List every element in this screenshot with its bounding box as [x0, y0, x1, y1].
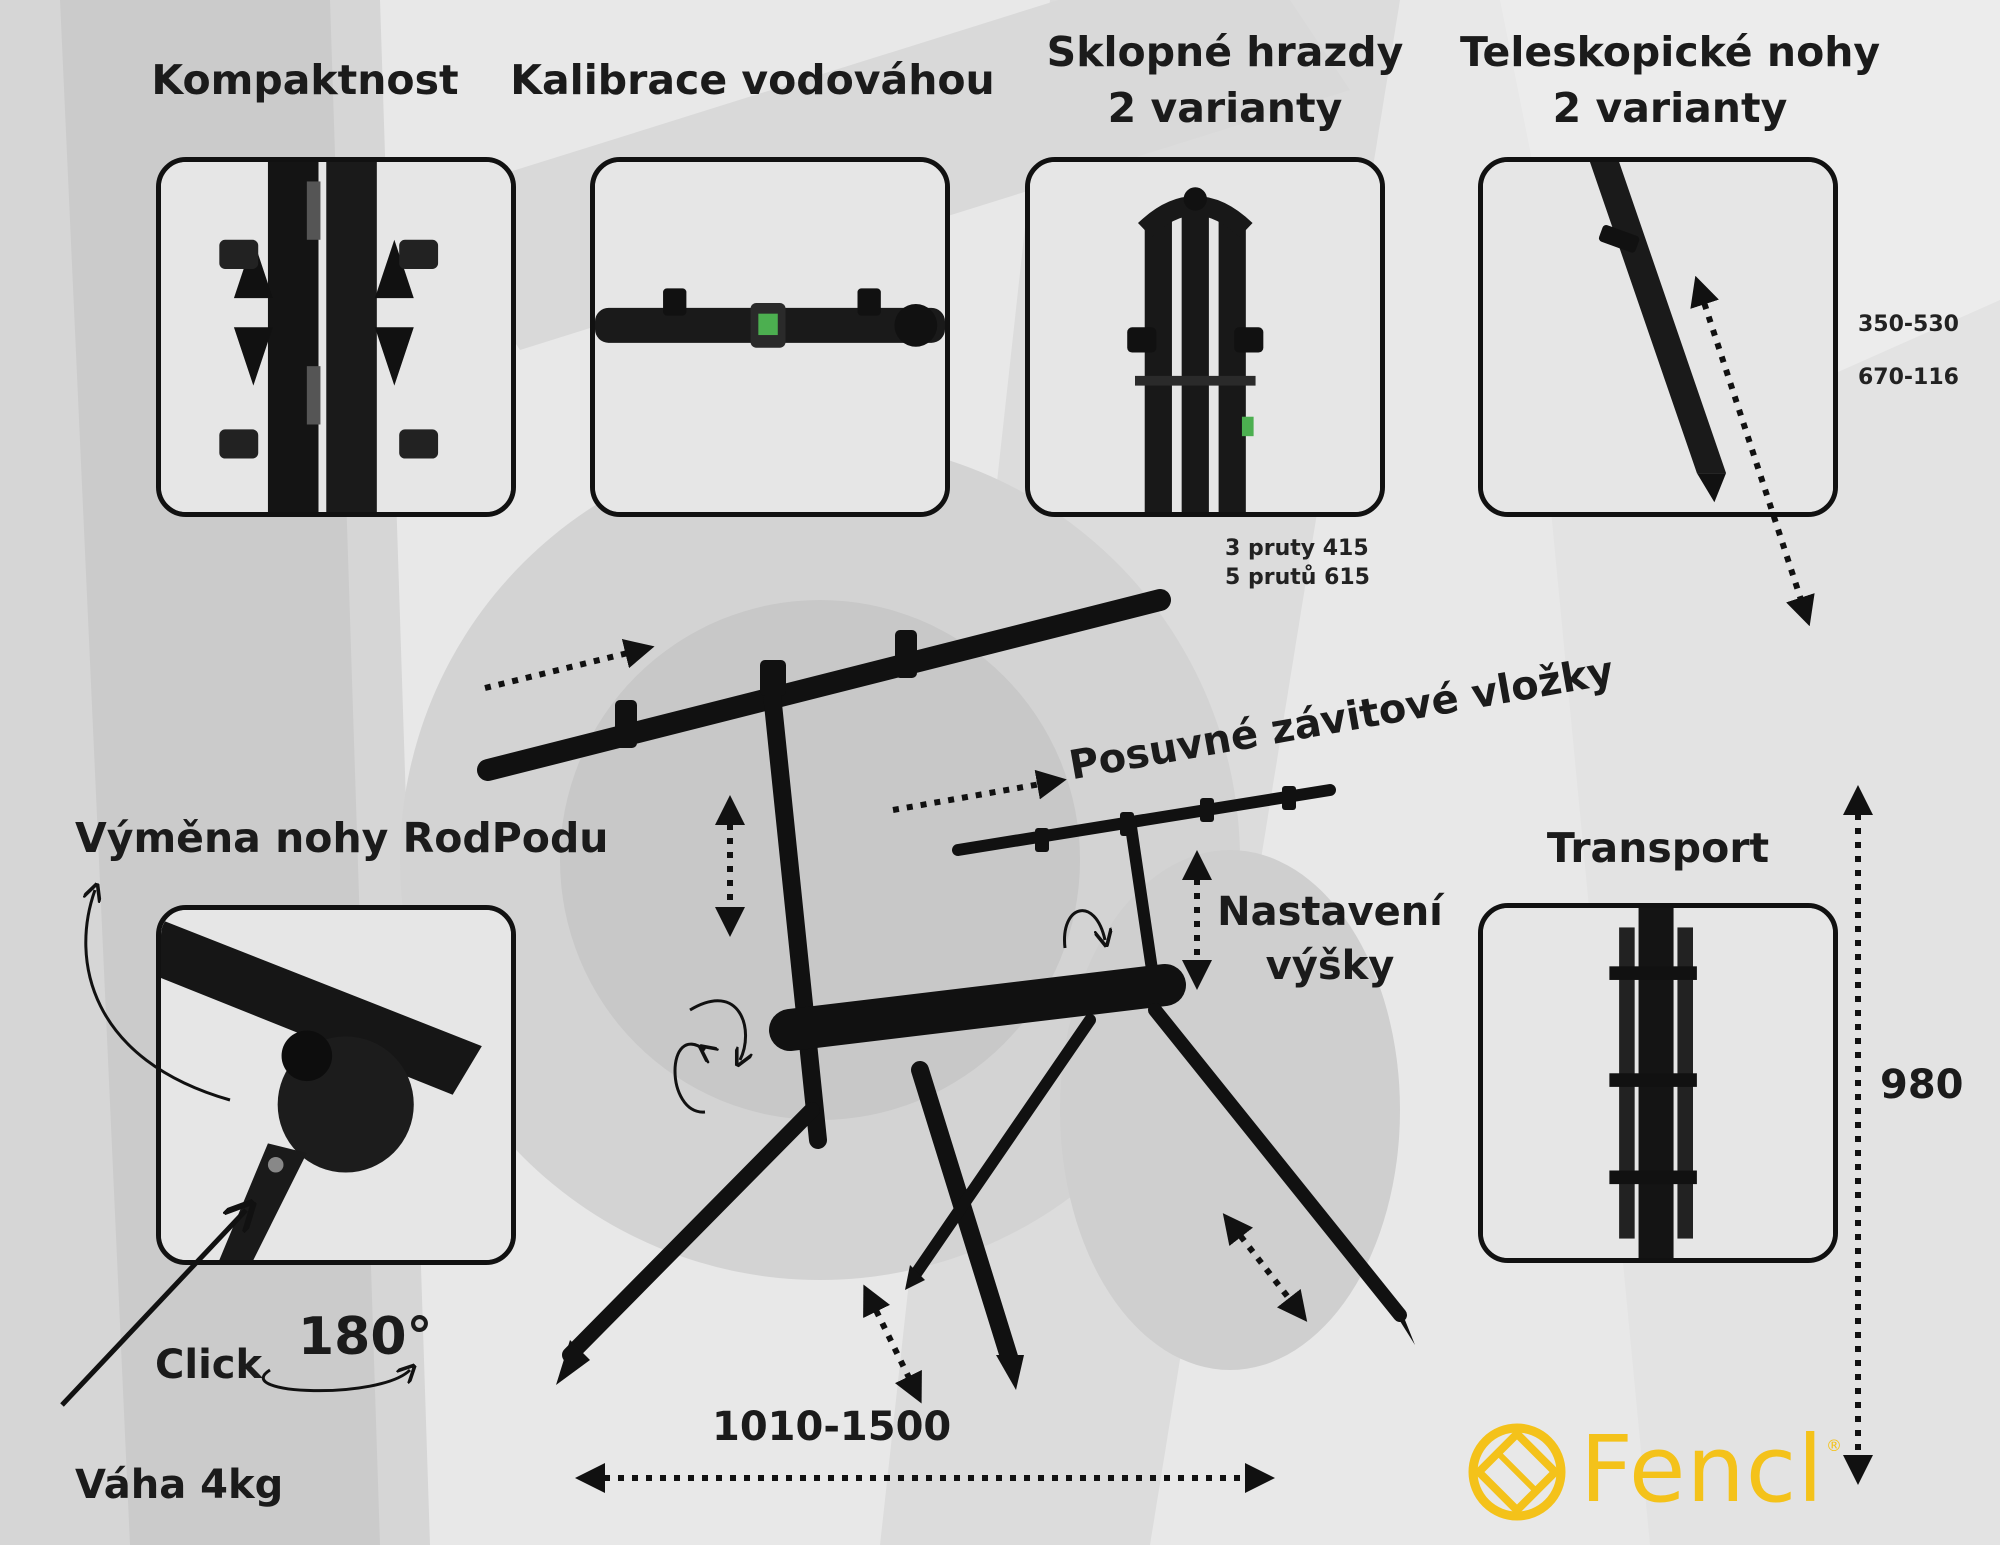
photo-compactness [156, 157, 516, 517]
spirit-level-illustration [595, 162, 945, 512]
brand-registered-mark: ® [1826, 1436, 1842, 1455]
photo-leg-swap [156, 905, 516, 1265]
rods-3-width: 3 pruty 415 [1225, 536, 1369, 561]
photo-transport [1478, 903, 1838, 1263]
height-total: 980 [1880, 1062, 1964, 1108]
photo-folding-buzz-bars [1025, 157, 1385, 517]
heading-compactness: Kompaktnost [151, 56, 459, 104]
heading-telescopic-line2: 2 varianty [1552, 84, 1788, 132]
click-label: Click [155, 1342, 263, 1388]
folded-rodpod-illustration [1483, 908, 1833, 1258]
heading-folding-line1: Sklopné hrazdy [1046, 28, 1404, 76]
heading-level-calibration: Kalibrace vodováhou [510, 56, 995, 104]
telescopic-leg-illustration [1483, 162, 1833, 512]
height-adjust-line1: Nastavení [1217, 889, 1443, 935]
photo-telescopic-legs [1478, 157, 1838, 517]
leg-range-short: 350-530 [1858, 312, 1959, 337]
weight-label: Váha 4kg [75, 1462, 284, 1508]
height-adjust-label: Nastavení výšky [1215, 885, 1445, 993]
heading-folding-buzz-bars: Sklopné hrazdy 2 varianty [1040, 24, 1410, 136]
heading-telescopic-line1: Teleskopické nohy [1460, 28, 1881, 76]
leg-range-long: 670-116 [1858, 365, 1959, 390]
heading-leg-swap: Výměna nohy RodPodu [75, 814, 609, 862]
heading-folding-line2: 2 varianty [1107, 84, 1343, 132]
rotation-label: 180° [298, 1307, 433, 1367]
width-range: 1010-1500 [712, 1404, 952, 1450]
compact-legs-illustration [161, 162, 511, 512]
brand-name: Fencl [1580, 1416, 1824, 1523]
leg-swap-illustration [161, 910, 511, 1260]
heading-transport: Transport [1546, 824, 1770, 872]
rods-5-width: 5 prutů 615 [1225, 565, 1370, 590]
folding-bars-illustration [1030, 162, 1380, 512]
heading-telescopic-legs: Teleskopické nohy 2 varianty [1460, 24, 1880, 136]
photo-level-calibration [590, 157, 950, 517]
height-adjust-line2: výšky [1265, 943, 1395, 989]
